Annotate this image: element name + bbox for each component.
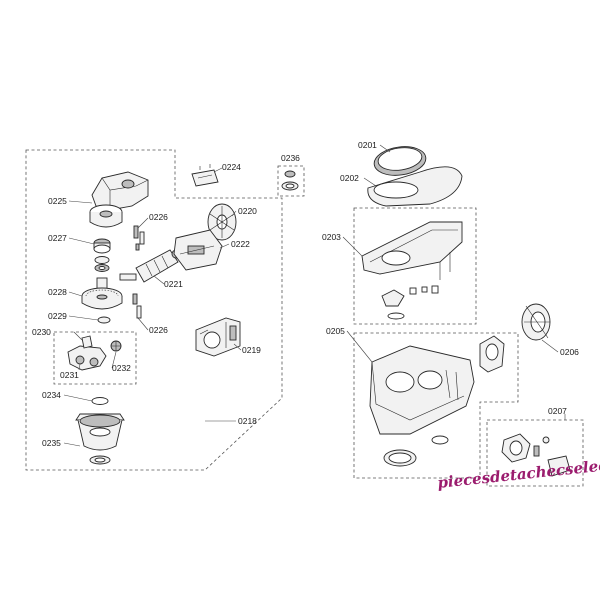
label-0224: 0224 bbox=[222, 162, 241, 172]
screws-0226-upper bbox=[133, 225, 145, 251]
label-0231: 0231 bbox=[60, 370, 79, 380]
seal-set-0236 bbox=[281, 170, 299, 191]
cooling-fan bbox=[207, 203, 237, 241]
label-0206: 0206 bbox=[560, 347, 579, 357]
label-0218: 0218 bbox=[238, 416, 257, 426]
bearing-stack bbox=[93, 238, 111, 272]
label-0205: 0205 bbox=[326, 326, 345, 336]
washer bbox=[91, 397, 109, 405]
base-housing bbox=[369, 345, 475, 467]
label-0230: 0230 bbox=[32, 327, 51, 337]
part-labels: 0201 0202 0203 0205 0206 0207 0218 0219 … bbox=[32, 140, 579, 448]
switch-board bbox=[195, 317, 241, 357]
label-0234: 0234 bbox=[42, 390, 61, 400]
label-0207: 0207 bbox=[548, 406, 567, 416]
planet-gear-assembly bbox=[67, 335, 122, 371]
head-lid bbox=[367, 166, 463, 207]
knob-mechanism-assembly bbox=[501, 433, 571, 477]
label-0226-upper: 0226 bbox=[149, 212, 168, 222]
leader-lines bbox=[63, 144, 566, 447]
screws-0226-lower bbox=[132, 293, 142, 319]
drive-gear bbox=[81, 277, 123, 310]
speed-knob bbox=[521, 303, 551, 341]
label-0232: 0232 bbox=[112, 363, 131, 373]
label-0202: 0202 bbox=[340, 173, 359, 183]
group-outline-0203 bbox=[353, 207, 477, 325]
motor-armature bbox=[119, 249, 181, 283]
label-0236: 0236 bbox=[281, 153, 300, 163]
label-0227: 0227 bbox=[48, 233, 67, 243]
label-0228: 0228 bbox=[48, 287, 67, 297]
label-0201: 0201 bbox=[358, 140, 377, 150]
label-0220: 0220 bbox=[238, 206, 257, 216]
top-cover-plate bbox=[373, 146, 427, 176]
retaining-clip bbox=[191, 164, 219, 187]
group-outline-0218 bbox=[25, 149, 283, 471]
label-0222: 0222 bbox=[231, 239, 250, 249]
label-0219: 0219 bbox=[242, 345, 261, 355]
label-0203: 0203 bbox=[322, 232, 341, 242]
group-outline-0205 bbox=[353, 332, 519, 479]
side-knob-housing bbox=[479, 335, 505, 373]
label-0221: 0221 bbox=[164, 279, 183, 289]
label-0229: 0229 bbox=[48, 311, 67, 321]
label-0225: 0225 bbox=[48, 196, 67, 206]
bowl-drive-coupling bbox=[75, 413, 125, 465]
gear-housing-top bbox=[89, 171, 149, 228]
brush-holder bbox=[173, 229, 223, 271]
small-ring bbox=[97, 316, 111, 324]
group-outline-0230 bbox=[53, 331, 137, 385]
label-0235: 0235 bbox=[42, 438, 61, 448]
group-outline-0207 bbox=[486, 419, 584, 487]
upper-housing-tray bbox=[361, 221, 463, 320]
group-outline-0236 bbox=[277, 165, 305, 197]
label-0226-lower: 0226 bbox=[149, 325, 168, 335]
